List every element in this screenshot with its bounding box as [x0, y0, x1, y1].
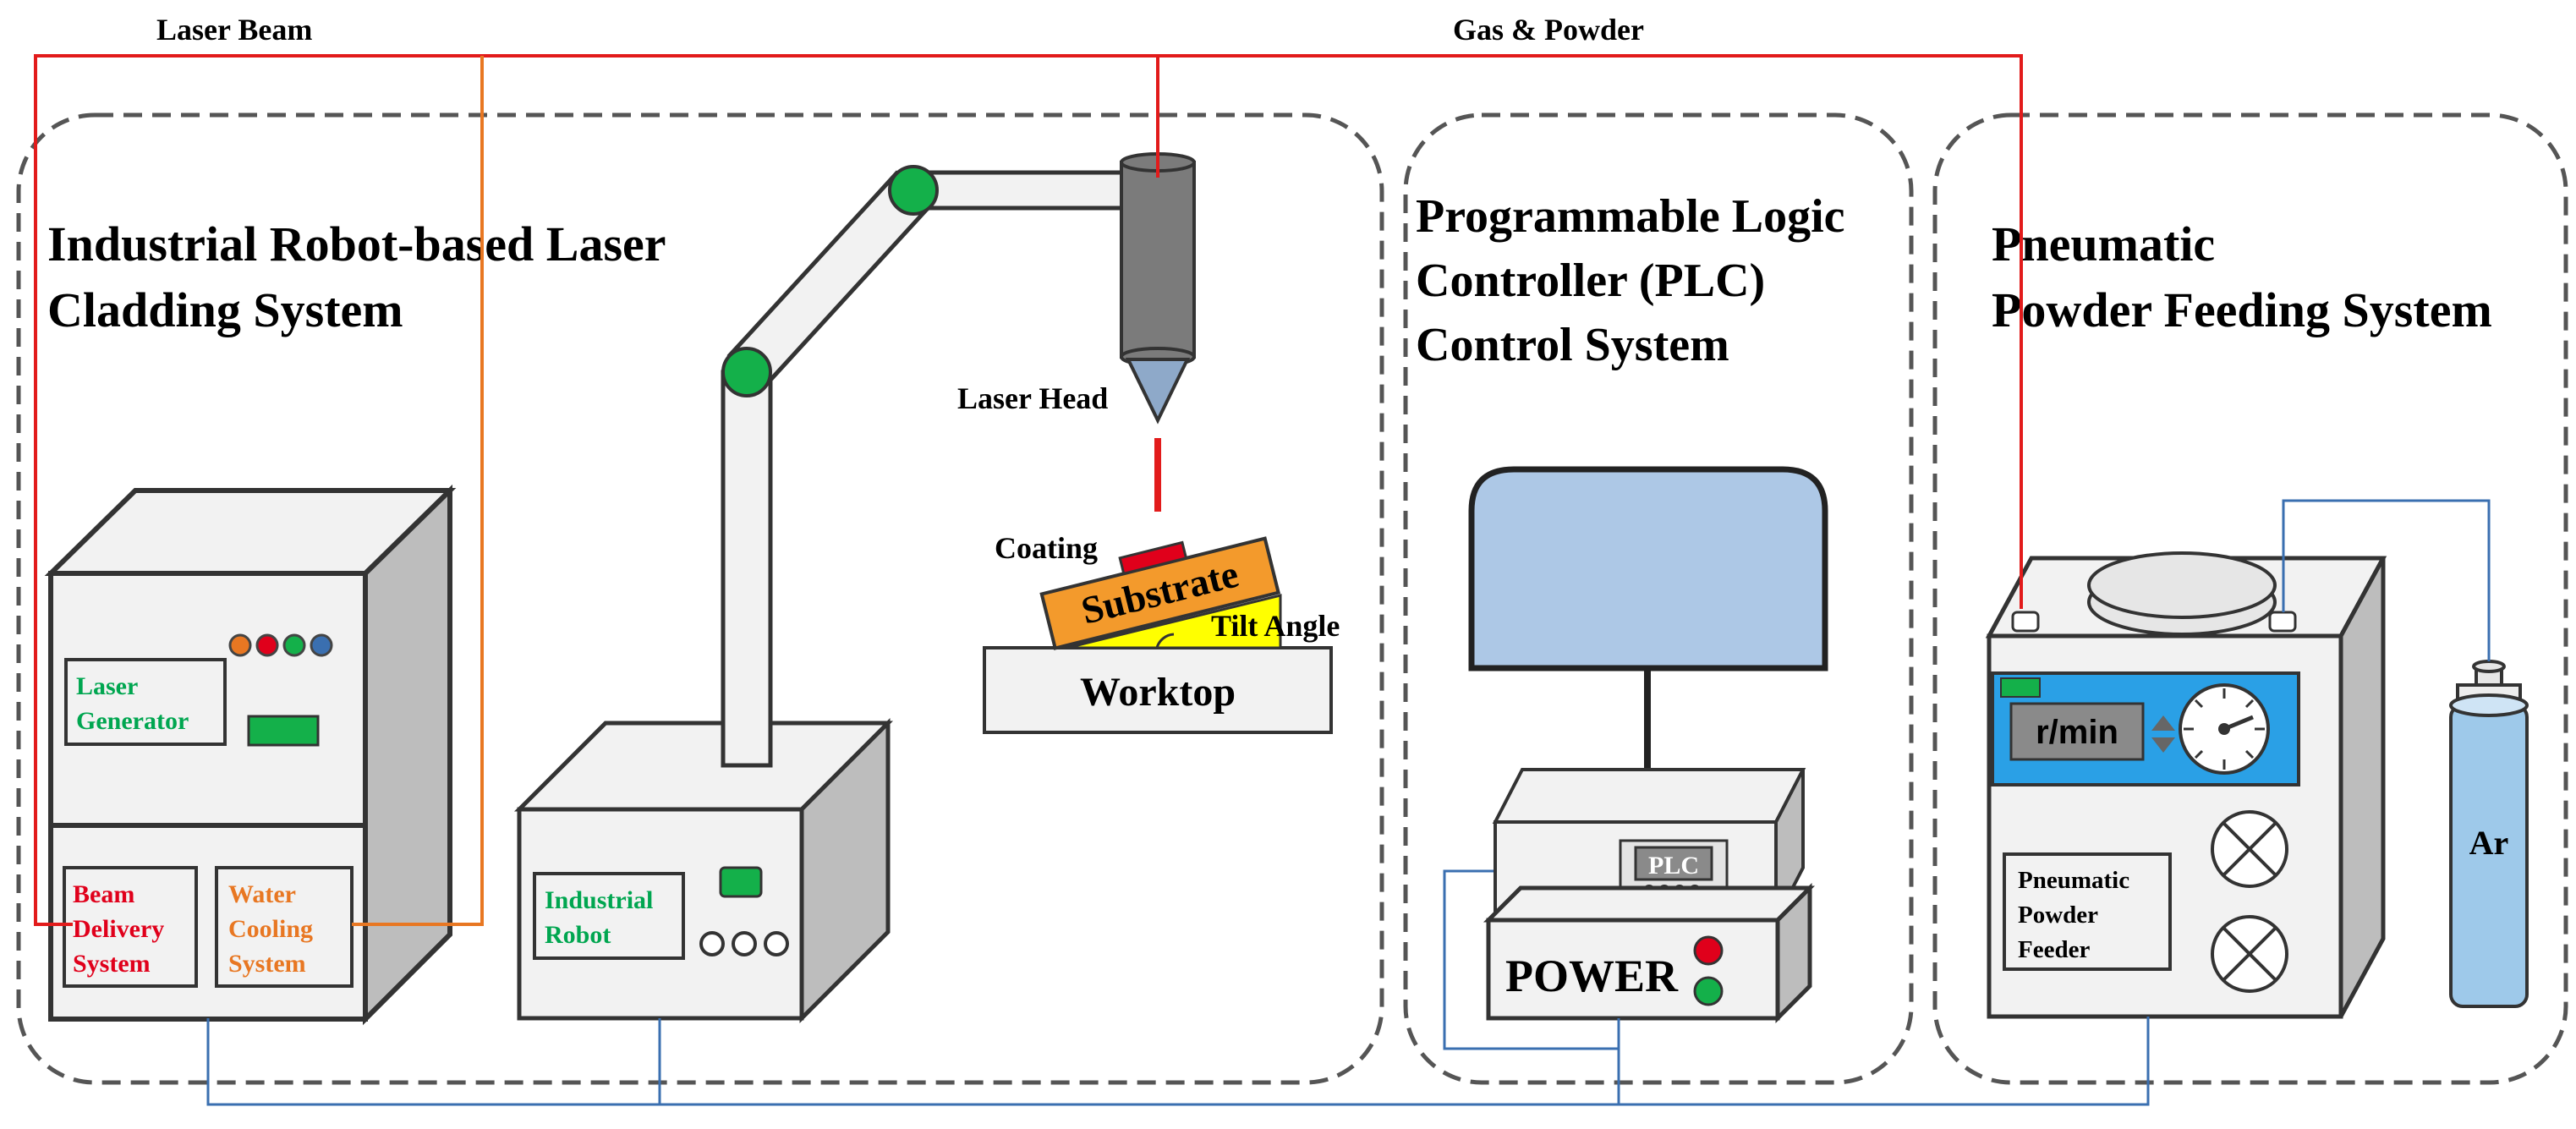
feeder-hopper: [2087, 551, 2277, 636]
cladding-panel-frame: [16, 112, 1384, 1085]
panel-frames: [16, 112, 2568, 1085]
powder-panel-frame: [1932, 112, 2568, 1085]
laser-cabinet: [44, 484, 457, 1026]
plc-power-front: [1486, 918, 1780, 1021]
laser-indicator-lights: [228, 633, 333, 657]
laser-cabinet-side: [363, 484, 452, 1026]
plc-display: [1634, 846, 1713, 881]
plc-title-line1: Programmable Logic: [1416, 190, 1845, 243]
laser-beam-label: Laser Beam: [156, 13, 312, 47]
feeder-gas-port-right: [2268, 611, 2297, 633]
plc-power-top: [1483, 885, 1816, 923]
plc-panel-title: Programmable Logic Controller (PLC) Cont…: [1416, 190, 1845, 371]
feeder-speed-unit: r/min: [2036, 714, 2118, 751]
robot-label-line1: Industrial: [545, 886, 653, 914]
laser-head-label: Laser Head: [957, 381, 1108, 415]
robot-button-1: [699, 931, 725, 956]
feeder-status-led: [2000, 677, 2041, 698]
feeder-label-box: [2003, 852, 2172, 971]
feeder-label-line3: Feeder: [2018, 936, 2090, 963]
robot-arm-forearm: [911, 170, 1131, 211]
argon-supply-line: [2282, 499, 2491, 661]
indicator-orange: [228, 633, 252, 657]
laser-head-body: [1120, 161, 1196, 359]
tilt-angle-arc: [1155, 633, 1175, 649]
water-cooling-line3: System: [228, 950, 306, 978]
laser-generator-label-line2: Generator: [76, 707, 189, 735]
hopper-lid: [2087, 551, 2277, 619]
robot-arm-column: [721, 370, 773, 768]
gauge-ticks: [2184, 688, 2265, 770]
robot-joint-shoulder: [888, 165, 939, 216]
plc-upper-top: [1492, 768, 1806, 824]
powder-title-line2: Powder Feeding System: [1992, 282, 2492, 337]
robot-arm: [721, 170, 1131, 768]
tilt-angle-wedge: [1066, 594, 1282, 649]
beam-delivery-line2: Delivery: [73, 915, 164, 943]
robot-button-2: [732, 931, 757, 956]
beam-delivery-line1: Beam: [73, 880, 134, 908]
feeder-up-arrow[interactable]: [2151, 715, 2175, 731]
feeder-label-line2: Powder: [2018, 902, 2098, 929]
cladding-panel-title: Industrial Robot-based Laser Cladding Sy…: [47, 216, 666, 337]
water-cooling-line2: Cooling: [228, 915, 313, 943]
beam-delivery-box: [63, 866, 198, 988]
powder-title-line1: Pneumatic: [1992, 216, 2215, 271]
laser-head-nozzle: [1125, 358, 1191, 425]
feeder-down-arrow[interactable]: [2151, 737, 2175, 753]
plc-power-off-button: [1693, 935, 1724, 966]
indicator-red: [255, 633, 279, 657]
cladding-title-line2: Cladding System: [47, 282, 403, 337]
plc-power-box: [1483, 882, 1816, 1024]
feeder-valve-lower: [2211, 915, 2288, 993]
coating-label: Coating: [995, 531, 1098, 565]
water-cooling-line1: Water: [228, 880, 296, 908]
indicator-green: [282, 633, 306, 657]
cylinder-top-ellipse: [2449, 693, 2529, 717]
tilt-angle-label: Tilt Angle: [1211, 609, 1340, 643]
argon-cylinder: [2449, 660, 2529, 1008]
control-bus-line: [206, 1017, 2150, 1106]
plc-display-label: PLC: [1648, 852, 1699, 880]
laser-generator-label-line1: Laser: [76, 672, 138, 700]
plc-title-line2: Controller (PLC): [1416, 255, 1765, 307]
feeder-speed-display: [2009, 702, 2145, 761]
plc-power-on-button: [1693, 976, 1724, 1006]
cooling-line: [352, 56, 484, 926]
laser-display-panel: [247, 715, 320, 747]
plc-monitor-screen: [1468, 466, 1828, 671]
plc-title-line3: Control System: [1416, 319, 1729, 371]
robot-button-3: [764, 931, 789, 956]
cladding-title-line1: Industrial Robot-based Laser: [47, 216, 666, 271]
feeder-gas-port-left: [2011, 611, 2040, 633]
coating-layer: [1118, 540, 1188, 576]
feeder-side: [2338, 556, 2386, 1018]
robot-joint-elbow: [721, 347, 772, 397]
plc-panel-frame: [1403, 112, 1914, 1085]
gauge-pivot: [2218, 723, 2230, 735]
argon-label: Ar: [2469, 824, 2509, 862]
robot-buttons: [699, 931, 789, 956]
laser-beam-line: [34, 54, 2023, 926]
water-cooling-box: [215, 866, 354, 988]
cylinder-valve-cap: [2472, 660, 2506, 673]
powder-panel-title: Pneumatic Powder Feeding System: [1992, 216, 2492, 337]
plc-power-label: POWER: [1505, 951, 1679, 1001]
robot-base: [513, 717, 894, 1024]
indicator-blue: [310, 633, 333, 657]
worktop-label: Worktop: [1080, 670, 1236, 715]
laser-head: [1120, 152, 1196, 425]
feeder-label-line1: Pneumatic: [2018, 867, 2129, 894]
feeder-valve-upper: [2211, 810, 2288, 888]
robot-label-box: [533, 872, 685, 960]
robot-display: [719, 866, 763, 898]
gas-powder-label: Gas & Powder: [1453, 13, 1644, 47]
laser-generator-box: [64, 658, 227, 746]
beam-delivery-line3: System: [73, 950, 151, 978]
feeder-gauge: [2179, 683, 2270, 775]
robot-label-line2: Robot: [545, 921, 611, 949]
